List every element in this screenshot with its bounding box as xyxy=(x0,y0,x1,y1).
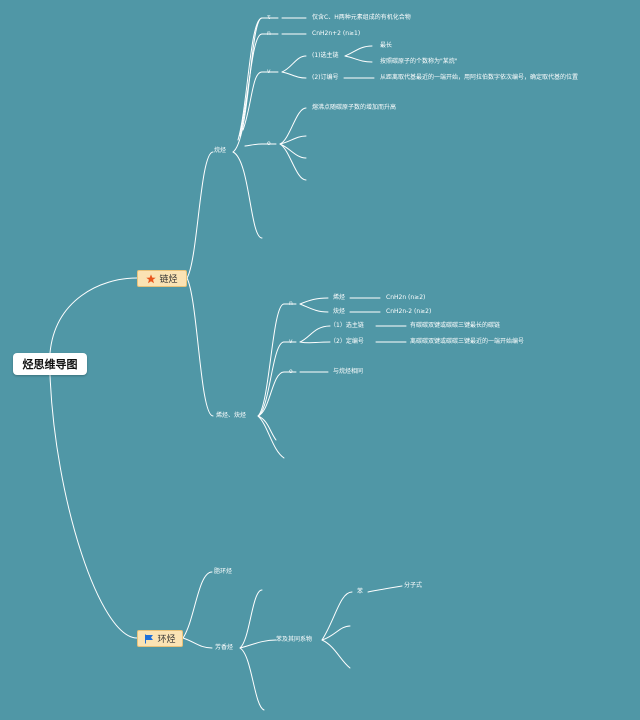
flag-icon xyxy=(144,634,154,644)
link-o1-p1 xyxy=(279,107,307,145)
alkane-naming-step2[interactable]: (2)订编号 xyxy=(312,74,339,81)
link-alkane-fan-bottom xyxy=(232,151,263,239)
alkane-formula[interactable]: CnH2n+2 (n≥1) xyxy=(312,30,361,37)
link-alkane-naming xyxy=(242,71,263,131)
link-ring-aromatic xyxy=(182,637,213,649)
link-root-chain xyxy=(49,277,138,354)
link-o1-p3 xyxy=(279,143,307,159)
link-benzfam-b3 xyxy=(321,639,351,669)
node-benzene[interactable]: 苯 xyxy=(357,588,364,595)
alkane-step2-rule[interactable]: 从距离取代基最近的一端开始，用阿拉伯数字依次编号，确定取代基的位置 xyxy=(380,74,579,81)
letter-alkene-naming: v xyxy=(289,338,293,345)
link-aromatic-fan-top xyxy=(239,589,263,649)
letter-alkane-naming: v xyxy=(267,68,271,75)
alkane-step1-rule-longest[interactable]: 最长 xyxy=(380,42,393,49)
link-alkene-fan-mid xyxy=(257,341,285,417)
link-aromatic-benzene-fam xyxy=(239,639,277,649)
alkene-naming-step2[interactable]: （2）定编号 xyxy=(330,338,364,345)
link-v2-step2 xyxy=(299,341,331,344)
branch-ring-label: 环烃 xyxy=(157,635,176,645)
link-alkane-def xyxy=(237,17,263,141)
letter-alkane-property: o xyxy=(267,140,271,147)
link-chain-alkane xyxy=(186,151,214,279)
link-alkene-fan-o xyxy=(257,371,285,417)
star-icon xyxy=(146,273,157,284)
alkene-step2-rule[interactable]: 离碳碳双键或碳碳三键最近的一端开始编号 xyxy=(410,338,525,345)
link-benzene-molecular xyxy=(367,585,403,593)
alkyne-name[interactable]: 炔烃 xyxy=(333,308,346,315)
alkene-property[interactable]: 与烷烃相同 xyxy=(333,368,364,375)
letter-alkene-property: o xyxy=(289,368,293,375)
link-v1-step1 xyxy=(281,55,307,73)
node-alicyclic[interactable]: 脂环烃 xyxy=(214,568,233,575)
alkane-property[interactable]: 熔沸点随碳原子数的增加而升高 xyxy=(312,104,397,111)
alkane-naming-step1[interactable]: (1)选主链 xyxy=(312,52,339,59)
link-root-ring xyxy=(49,374,138,639)
branch-ring-hydrocarbon[interactable]: 环烃 xyxy=(137,630,183,647)
root-node[interactable]: 烃思维导图 xyxy=(13,353,87,375)
alkene-step1-rule[interactable]: 有碳碳双键或碳碳三键最长的碳链 xyxy=(410,322,501,329)
link-n2-alkyne xyxy=(299,303,329,313)
branch-chain-label: 链烃 xyxy=(159,275,178,285)
link-chain-alkene xyxy=(186,277,214,417)
node-alkane[interactable]: 烷烃 xyxy=(214,147,227,154)
alkene-naming-step1[interactable]: （1）选主链 xyxy=(330,322,364,329)
link-alkene-fan-b1 xyxy=(257,415,277,441)
node-alkene-alkyne[interactable]: 烯烃、炔烃 xyxy=(216,412,247,419)
letter-alkane-def: τ xyxy=(267,14,271,21)
alkane-step1-rule-name[interactable]: 按照碳原子的个数称为"某烷" xyxy=(380,58,458,65)
link-alkene-fan-b2 xyxy=(257,415,285,459)
alkene-formula[interactable]: CnH2n (n≥2) xyxy=(386,294,426,301)
node-aromatic[interactable]: 芳香烃 xyxy=(215,644,234,651)
letter-alkene-formula: n xyxy=(289,300,293,307)
link-alkane-formula xyxy=(239,33,263,137)
link-o1-p2 xyxy=(279,135,307,145)
link-v1-step2 xyxy=(281,71,307,79)
link-alkene-fan-top xyxy=(257,303,285,417)
alkene-name[interactable]: 烯烃 xyxy=(333,294,346,301)
alkyne-formula[interactable]: CnH2n-2 (n≥2) xyxy=(386,308,432,315)
link-aromatic-fan-bottom xyxy=(239,647,265,711)
branch-chain-hydrocarbon[interactable]: 链烃 xyxy=(137,270,187,287)
link-benzfam-benzene xyxy=(321,591,353,641)
link-step1-rules xyxy=(344,45,373,57)
link-n2-alkene xyxy=(299,297,329,305)
benzene-molecular-formula[interactable]: 分子式 xyxy=(404,582,423,589)
link-ring-cyclo xyxy=(182,571,213,639)
link-step1-rules-2 xyxy=(344,55,373,63)
link-benzfam-b2 xyxy=(321,625,351,641)
link-alkane-property xyxy=(244,143,263,147)
letter-alkane-formula: n xyxy=(267,30,271,37)
alkane-definition[interactable]: 仅含C、H两种元素组成的有机化合物 xyxy=(312,14,411,21)
node-benzene-homologues[interactable]: 苯及其同系物 xyxy=(276,636,313,643)
link-v2-step1 xyxy=(299,325,331,343)
link-o1-p4 xyxy=(279,143,307,181)
